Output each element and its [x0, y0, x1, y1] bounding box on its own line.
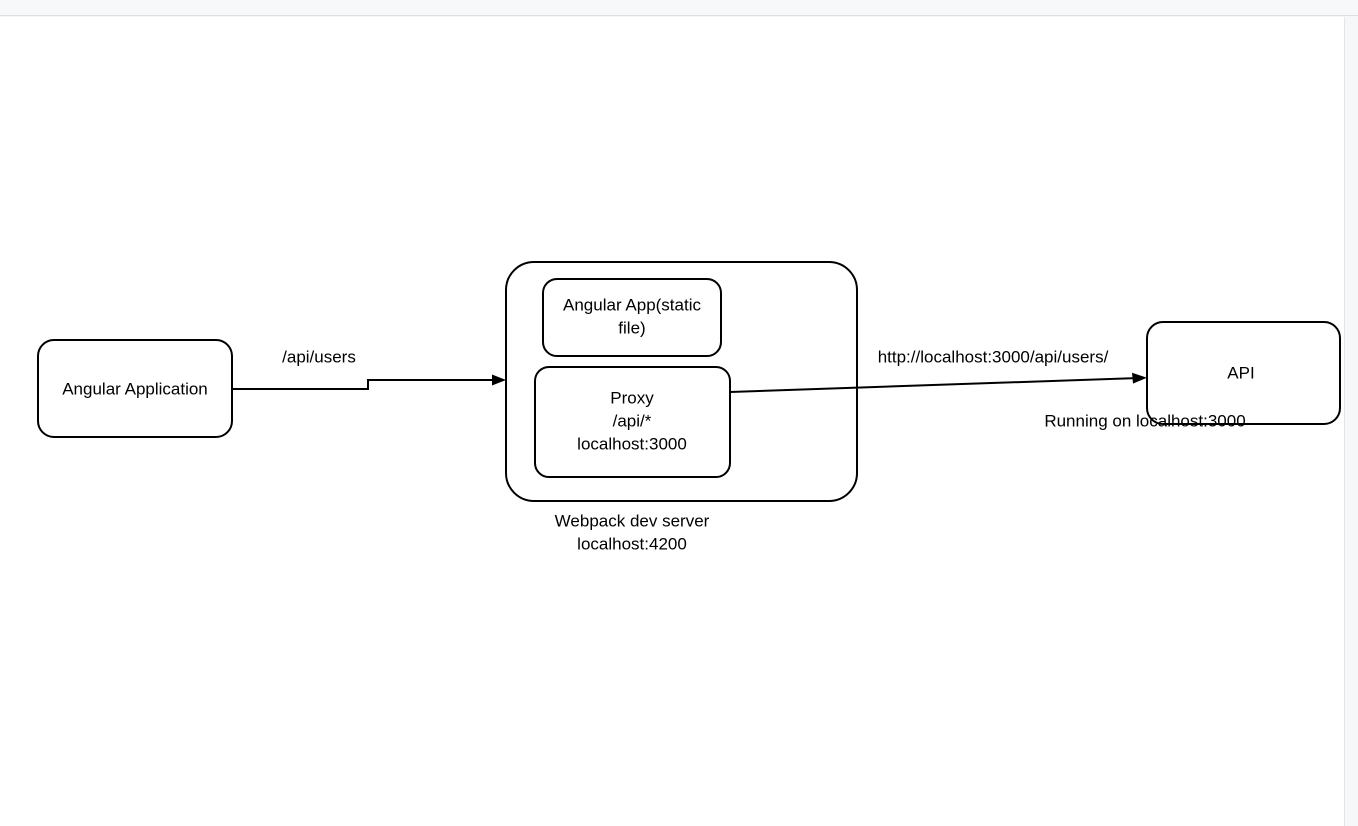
proxy-box[interactable]	[534, 366, 731, 478]
canvas-right-edge	[1341, 17, 1345, 826]
edge-client-to-devserver-label: /api/users	[282, 347, 356, 366]
node-proxy[interactable]: Proxy /api/* localhost:3000	[534, 366, 731, 478]
node-angular-app-static[interactable]: Angular App(static file)	[542, 278, 722, 357]
edge-client-to-devserver-line	[232, 379, 497, 390]
webpack-dev-server-caption-line1: Webpack dev server	[555, 511, 710, 530]
proxy-label-line3: localhost:3000	[577, 434, 687, 453]
edge-client-to-devserver-arrowhead	[492, 374, 506, 386]
api-label: API	[1227, 363, 1254, 382]
webpack-dev-server-caption-line2: localhost:4200	[577, 534, 687, 553]
angular-app-static-label-line1: Angular App(static	[563, 295, 701, 314]
proxy-label-line2: /api/*	[613, 411, 652, 430]
window-top-strip	[0, 0, 1358, 16]
node-api[interactable]: API Running on localhost:3000	[1044, 321, 1341, 430]
angular-app-static-box[interactable]	[542, 278, 722, 357]
edge-client-to-devserver[interactable]: /api/users	[232, 347, 506, 390]
api-box[interactable]	[1146, 321, 1341, 425]
node-angular-application[interactable]: Angular Application	[37, 339, 233, 438]
proxy-label-line1: Proxy	[610, 388, 654, 407]
edge-proxy-to-api[interactable]: http://localhost:3000/api/users/	[729, 347, 1147, 393]
edge-proxy-to-api-arrowhead	[1132, 372, 1147, 384]
angular-app-static-label-line2: file)	[618, 318, 645, 337]
edge-proxy-to-api-line	[729, 377, 1140, 393]
api-running-note: Running on localhost:3000	[1044, 411, 1245, 430]
edge-proxy-to-api-label: http://localhost:3000/api/users/	[878, 347, 1109, 366]
angular-application-label: Angular Application	[62, 379, 208, 398]
